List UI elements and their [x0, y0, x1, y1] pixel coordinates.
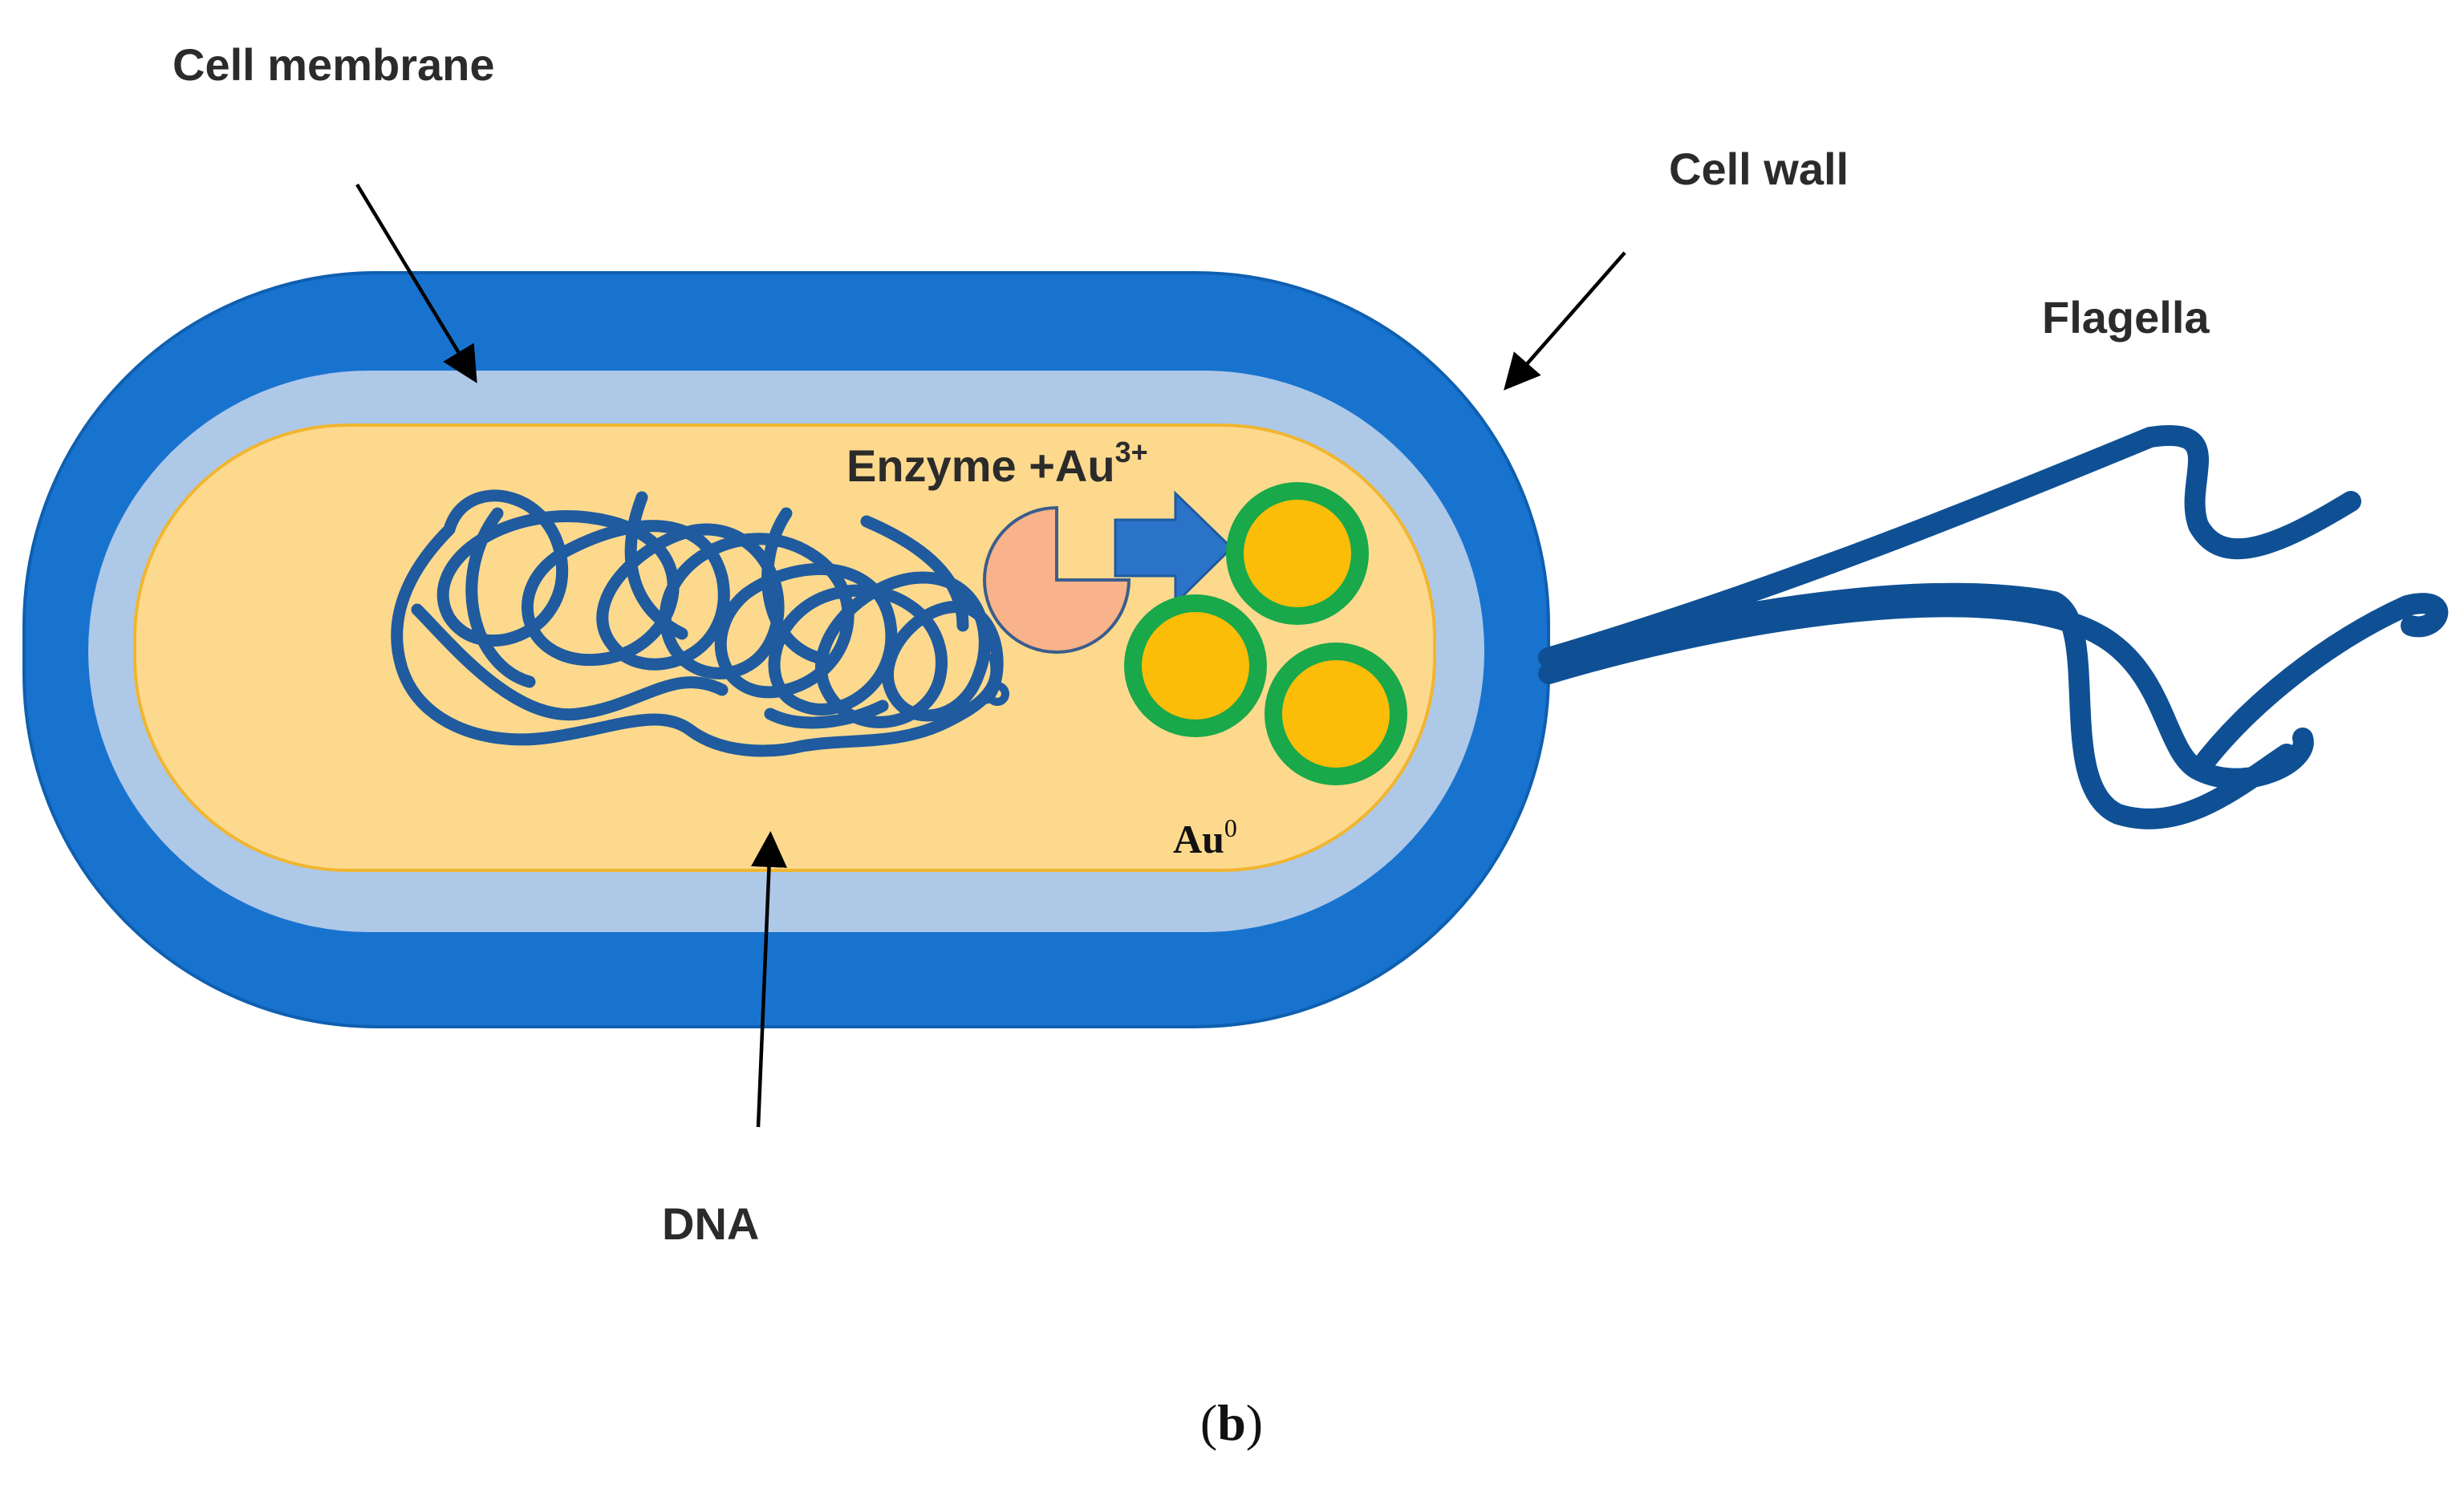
au0-label-superscript: 0 [1224, 813, 1237, 842]
flagella-strand [1538, 593, 2449, 789]
enzyme-label-superscript: 3+ [1115, 436, 1148, 468]
reaction-arrow [1114, 490, 1234, 606]
gold-nanoparticle [1226, 482, 1369, 625]
enzyme-shape [983, 505, 1131, 654]
caption-letter: b [1217, 1394, 1246, 1451]
enzyme-label: Enzyme +Au3+ [846, 436, 1148, 491]
dna-label: DNA [662, 1198, 759, 1249]
flagella-strand [1538, 425, 2361, 668]
flagella-strand [1538, 582, 2297, 829]
dna-end [985, 682, 1009, 706]
cell-membrane-pointer [355, 183, 477, 383]
cell-wall-pointer [1504, 251, 1626, 391]
au0-label: Au0 [1173, 813, 1237, 862]
dna-pointer [751, 831, 787, 1128]
caption-close-paren: ) [1246, 1394, 1263, 1451]
cytoplasm [133, 424, 1436, 872]
cell-membrane-label: Cell membrane [173, 39, 495, 90]
gold-nanoparticle [1264, 643, 1407, 785]
au0-label-text: Au [1173, 817, 1224, 862]
flagella-label: Flagella [2042, 292, 2210, 343]
dna-strand [391, 489, 1004, 757]
gold-nanoparticle [1124, 594, 1267, 737]
figure-caption: (b) [1200, 1394, 1263, 1451]
enzyme-label-text: Enzyme +Au [846, 440, 1115, 491]
caption-open-paren: ( [1200, 1394, 1217, 1451]
cell-wall-label: Cell wall [1669, 144, 1849, 194]
